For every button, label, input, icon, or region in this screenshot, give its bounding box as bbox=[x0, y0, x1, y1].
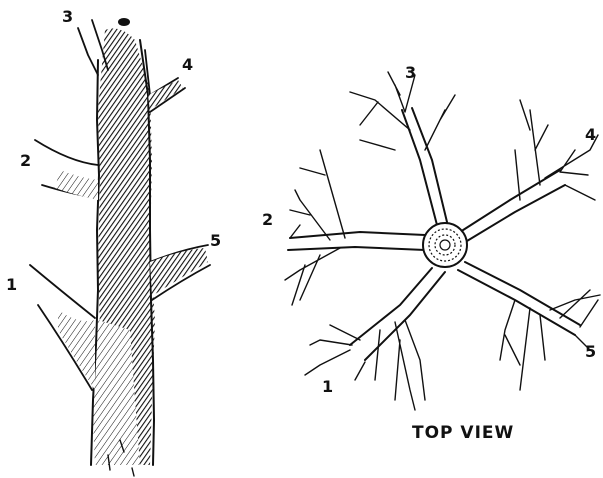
twigs-4 bbox=[515, 100, 598, 200]
limb-1 bbox=[350, 268, 445, 360]
top-label-4: 4 bbox=[585, 125, 596, 144]
limb-4 bbox=[460, 170, 565, 244]
branch-3-bud bbox=[118, 18, 130, 26]
branch-4-shading bbox=[148, 80, 183, 110]
branch-1-shading bbox=[58, 310, 95, 390]
side-label-3: 3 bbox=[62, 7, 73, 26]
branch-2-shading bbox=[55, 170, 98, 200]
side-label-5: 5 bbox=[210, 231, 221, 250]
branch-5-shading bbox=[150, 248, 208, 296]
top-label-1: 1 bbox=[322, 377, 333, 396]
side-label-1: 1 bbox=[6, 275, 17, 294]
side-label-2: 2 bbox=[20, 151, 31, 170]
twigs-2 bbox=[285, 150, 345, 305]
side-label-4: 4 bbox=[182, 55, 193, 74]
top-view-caption: TOP VIEW bbox=[412, 423, 514, 443]
limb-5 bbox=[458, 262, 580, 335]
limb-3 bbox=[402, 108, 447, 225]
top-label-2: 2 bbox=[262, 210, 273, 229]
top-view-tree bbox=[285, 72, 600, 410]
side-view-tree bbox=[30, 18, 210, 476]
limb-2 bbox=[288, 232, 425, 250]
top-label-3: 3 bbox=[405, 63, 416, 82]
twigs-5 bbox=[500, 290, 600, 390]
top-label-5: 5 bbox=[585, 342, 596, 361]
